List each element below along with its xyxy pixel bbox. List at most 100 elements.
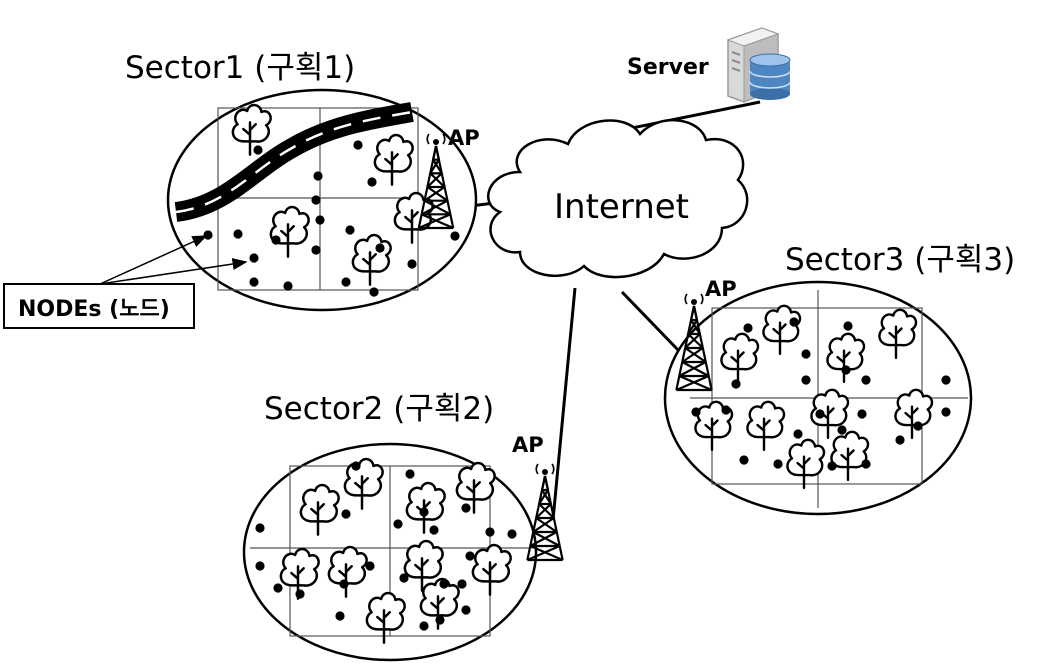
sector-title: Sector2 (구획2) (264, 391, 494, 427)
node-dot-icon (801, 349, 811, 359)
node-dot-icon (857, 409, 867, 419)
sector-1-nodes (203, 140, 460, 297)
node-dot-icon (941, 375, 951, 385)
node-dot-icon (691, 407, 701, 417)
internet-cloud: Internet (487, 119, 749, 279)
node-dot-icon (273, 583, 283, 593)
node-dot-icon (429, 525, 439, 535)
tree-icon (894, 388, 934, 440)
node-dot-icon (339, 579, 349, 589)
node-dot-icon (731, 379, 741, 389)
tree-icon (373, 133, 414, 186)
node-dot-icon (341, 509, 351, 519)
node-dot-icon (941, 407, 951, 417)
node-dot-icon (353, 140, 363, 150)
tree-icon (830, 430, 870, 482)
node-dot-icon (801, 375, 811, 385)
link-server-internet (621, 100, 761, 132)
sector-1: Sector1 (구획1) AP (125, 50, 480, 312)
link-ap2-internet (551, 287, 577, 521)
node-dot-icon (465, 551, 475, 561)
tree-icon (365, 591, 406, 644)
nodes-label-box (3, 283, 195, 329)
sector-1-trees (231, 103, 434, 286)
node-dot-icon (393, 519, 403, 529)
road-icon (174, 102, 414, 222)
tree-icon (878, 308, 918, 360)
node-dot-icon (239, 170, 249, 180)
node-dot-icon (789, 317, 799, 327)
tree-icon (279, 547, 320, 600)
tree-icon (720, 332, 760, 384)
link-ap3-internet (620, 290, 682, 354)
node-dot-icon (721, 405, 731, 415)
sector-2-trees (279, 457, 512, 644)
nodes-callout: NODEs (노드) (3, 235, 248, 329)
tree-icon (746, 400, 786, 452)
node-dot-icon (311, 195, 321, 205)
tree-icon (403, 539, 444, 592)
node-dot-icon (345, 225, 355, 235)
node-dot-icon (435, 615, 445, 625)
sector-title: Sector3 (구획3) (785, 242, 1015, 278)
node-dot-icon (351, 461, 361, 471)
tree-icon (762, 304, 802, 356)
node-dot-icon (485, 527, 495, 537)
access-point: AP (512, 433, 564, 562)
node-dot-icon (743, 323, 753, 333)
node-dot-icon (793, 429, 803, 439)
node-dot-icon (841, 365, 851, 375)
sector-2-nodes (255, 461, 517, 631)
ap-label: AP (705, 277, 737, 301)
ap-label: AP (448, 126, 480, 150)
node-dot-icon (399, 573, 409, 583)
callout-arrow (99, 235, 208, 285)
tree-icon (786, 438, 826, 490)
node-dot-icon (507, 529, 517, 539)
access-point: AP (675, 277, 737, 392)
node-dot-icon (457, 579, 467, 589)
tree-icon (455, 461, 496, 514)
node-dot-icon (837, 425, 847, 435)
node-dot-icon (295, 589, 305, 599)
cloud-icon (487, 119, 749, 279)
antenna-tower-icon (526, 463, 564, 562)
node-dot-icon (233, 229, 243, 239)
node-dot-icon (335, 611, 345, 621)
callout-arrow (99, 258, 248, 285)
node-dot-icon (369, 287, 379, 297)
node-dot-icon (253, 145, 263, 155)
node-dot-icon (341, 277, 351, 287)
node-dot-icon (861, 375, 871, 385)
nodes-label: NODEs (노드) (18, 297, 170, 322)
node-dot-icon (843, 321, 853, 331)
node-dot-icon (439, 579, 449, 589)
server-label: Server (627, 55, 709, 80)
internet-label: Internet (554, 187, 689, 227)
node-dot-icon (249, 277, 259, 287)
node-dot-icon (367, 177, 377, 187)
ap-label: AP (512, 433, 544, 457)
node-dot-icon (405, 469, 415, 479)
sector-title: Sector1 (구획1) (125, 50, 355, 86)
node-dot-icon (739, 455, 749, 465)
sector-3-nodes (691, 317, 951, 471)
node-dot-icon (827, 461, 837, 471)
node-dot-icon (815, 409, 825, 419)
node-dot-icon (255, 561, 265, 571)
node-dot-icon (407, 259, 417, 269)
node-dot-icon (461, 605, 471, 615)
node-dot-icon (419, 621, 429, 631)
node-dot-icon (311, 245, 321, 255)
node-dot-icon (313, 171, 323, 181)
antenna-tower-icon (417, 133, 455, 230)
tree-icon (299, 483, 340, 536)
node-dot-icon (203, 230, 213, 240)
tree-icon (471, 543, 512, 596)
node-dot-icon (773, 459, 783, 469)
tree-icon (419, 577, 460, 630)
node-dot-icon (249, 253, 259, 263)
node-dot-icon (255, 523, 265, 533)
antenna-tower-icon (675, 293, 713, 392)
